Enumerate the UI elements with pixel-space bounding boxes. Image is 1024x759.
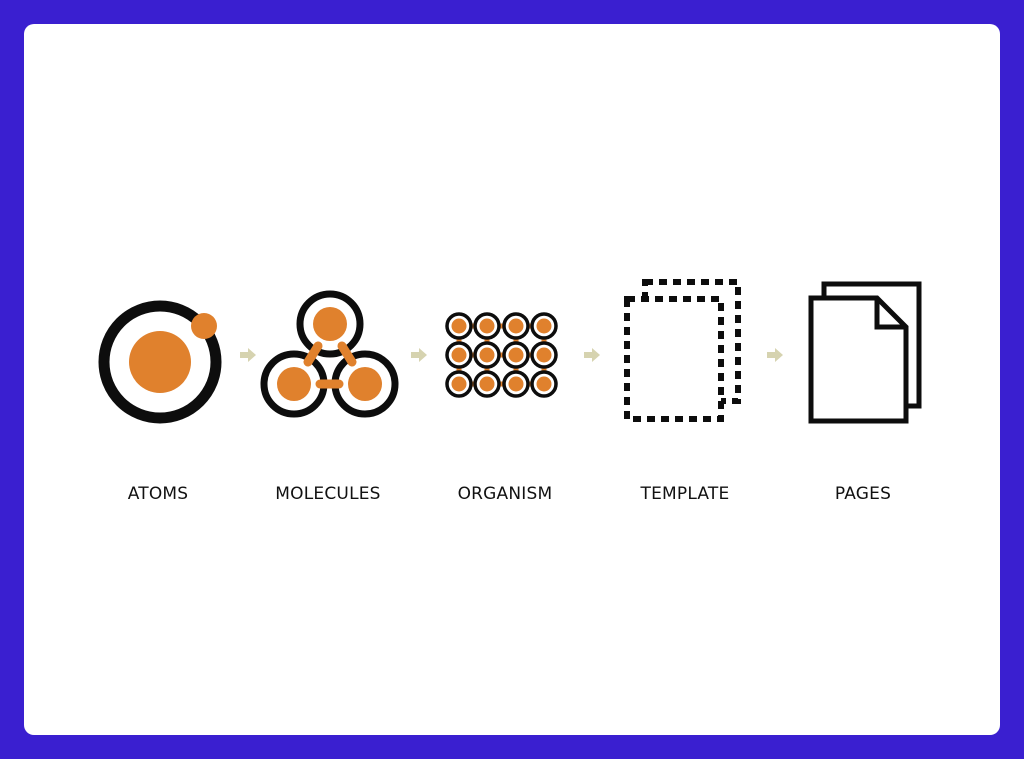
- dashed-template-icon: [624, 279, 741, 422]
- arrow-right-icon: [411, 348, 427, 362]
- stage-label-template: TEMPLATE: [640, 484, 730, 504]
- organism-node-core: [508, 318, 524, 334]
- arrow-right-icon: [584, 348, 600, 362]
- organism-node-core: [451, 347, 467, 363]
- organism-node-core: [508, 347, 524, 363]
- arrow-right-icon: [767, 348, 783, 362]
- organism-node-core: [536, 318, 552, 334]
- organism-node-core: [451, 376, 467, 392]
- stage-label-atoms: ATOMS: [127, 484, 189, 504]
- organism-node-core: [479, 376, 495, 392]
- organism-node-core: [479, 318, 495, 334]
- stage-label-organism: ORGANISM: [457, 484, 553, 504]
- atom-icon: [98, 300, 222, 424]
- molecule-icon: [260, 290, 399, 418]
- organism-node-core: [508, 376, 524, 392]
- organism-node-core: [451, 318, 467, 334]
- stage-label-pages: PAGES: [834, 484, 892, 504]
- organism-node-core: [479, 347, 495, 363]
- stage-label-molecules: MOLECULES: [275, 484, 381, 504]
- arrow-right-icon: [240, 348, 256, 362]
- organism-grid-icon: [445, 312, 558, 398]
- organism-node-core: [536, 347, 552, 363]
- organism-node-core: [536, 376, 552, 392]
- stacked-pages-icon: [808, 281, 922, 424]
